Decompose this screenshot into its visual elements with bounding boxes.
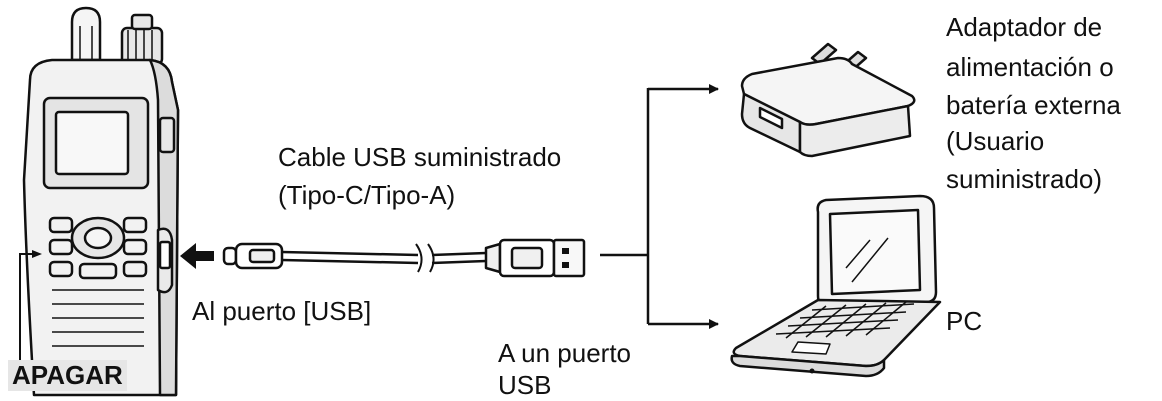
- adapter-label-line2: alimentación o: [946, 52, 1114, 82]
- adapter-label-line1: Adaptador de: [946, 12, 1103, 42]
- connection-split-lines: [600, 84, 719, 329]
- cable-label-line1: Cable USB suministrado: [278, 142, 562, 172]
- usb-port-label: Al puerto [USB]: [192, 296, 372, 326]
- power-adapter-icon: [740, 42, 916, 158]
- insert-arrow-icon: [180, 243, 214, 269]
- radio-device-icon: [22, 6, 180, 397]
- usb-cable-icon: [222, 238, 586, 278]
- pc-label: PC: [946, 306, 983, 336]
- adapter-label-line4: (Usuario: [946, 126, 1045, 156]
- adapter-label-line3: batería externa: [946, 90, 1121, 120]
- adapter-label-line5: suministrado): [946, 164, 1103, 194]
- cable-label-line2: (Tipo-C/Tipo-A): [278, 180, 456, 210]
- apagar-label: APAGAR: [8, 360, 127, 391]
- usb-destination-line1: A un puerto: [498, 338, 631, 368]
- laptop-icon: [730, 194, 942, 378]
- usb-destination-line2: USB: [498, 370, 552, 400]
